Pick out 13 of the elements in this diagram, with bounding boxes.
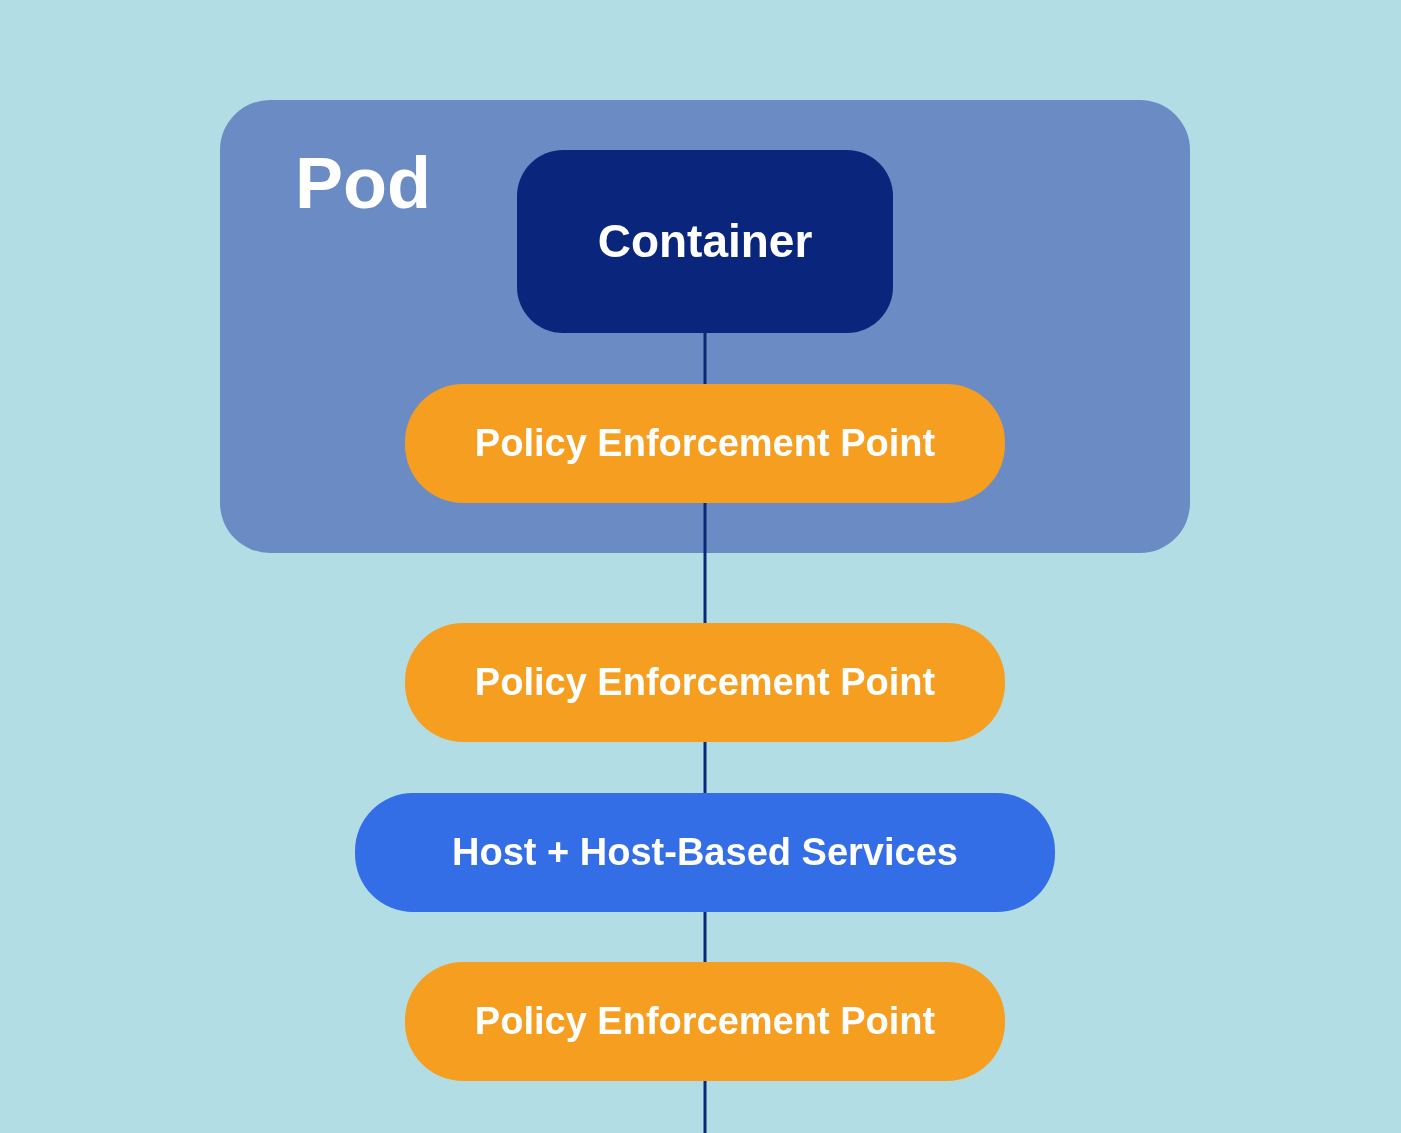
connector-line [703, 503, 707, 623]
node-label: Policy Enforcement Point [474, 421, 936, 466]
node-label: Container [597, 215, 813, 268]
container-box [517, 150, 893, 333]
node-label: Policy Enforcement Point [474, 660, 936, 705]
connector-line [703, 333, 707, 384]
connector-line [703, 1081, 707, 1133]
connector-line [703, 912, 707, 962]
node-label: Host + Host-Based Services [452, 830, 958, 875]
connector-line [703, 742, 707, 793]
group-heading: Pod [295, 142, 431, 225]
pod-panel [220, 100, 1190, 553]
node-label: Policy Enforcement Point [474, 999, 936, 1044]
